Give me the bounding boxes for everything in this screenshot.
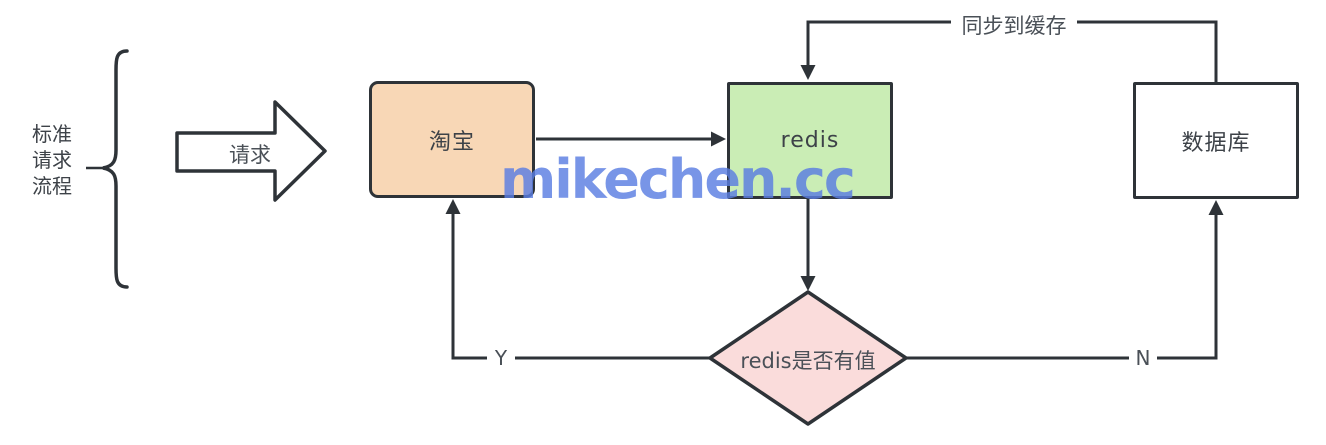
request-arrow-label: 请求 [229, 143, 271, 167]
edge-decision-taobao-yes [451, 213, 710, 360]
node-redis: redis [727, 82, 893, 199]
node-database-label: 数据库 [1181, 130, 1251, 156]
flow-caption: 标准 请求 流程 [32, 122, 72, 198]
arrowhead-into-redis-top [800, 65, 816, 80]
arrowhead-into-database-bottom [1208, 200, 1224, 215]
decision-diamond [708, 290, 908, 426]
edge-label-yes: Y [487, 346, 515, 370]
edge-label-no: N [1129, 346, 1157, 370]
node-database: 数据库 [1133, 82, 1299, 199]
arrowhead-into-decision-top [800, 276, 816, 291]
arrowhead-into-taobao-bottom [445, 199, 461, 214]
node-decision-label: redis是否有值 [740, 349, 876, 373]
edge-label-sync-to-cache: 同步到缓存 [951, 10, 1077, 40]
curly-brace [102, 49, 129, 289]
node-taobao: 淘宝 [369, 81, 535, 198]
arrowhead-into-redis-left [711, 131, 726, 147]
node-taobao-label: 淘宝 [428, 129, 475, 155]
node-redis-label: redis [780, 128, 840, 153]
edge-decision-database-no [906, 214, 1218, 360]
request-arrow-shape [175, 100, 327, 202]
